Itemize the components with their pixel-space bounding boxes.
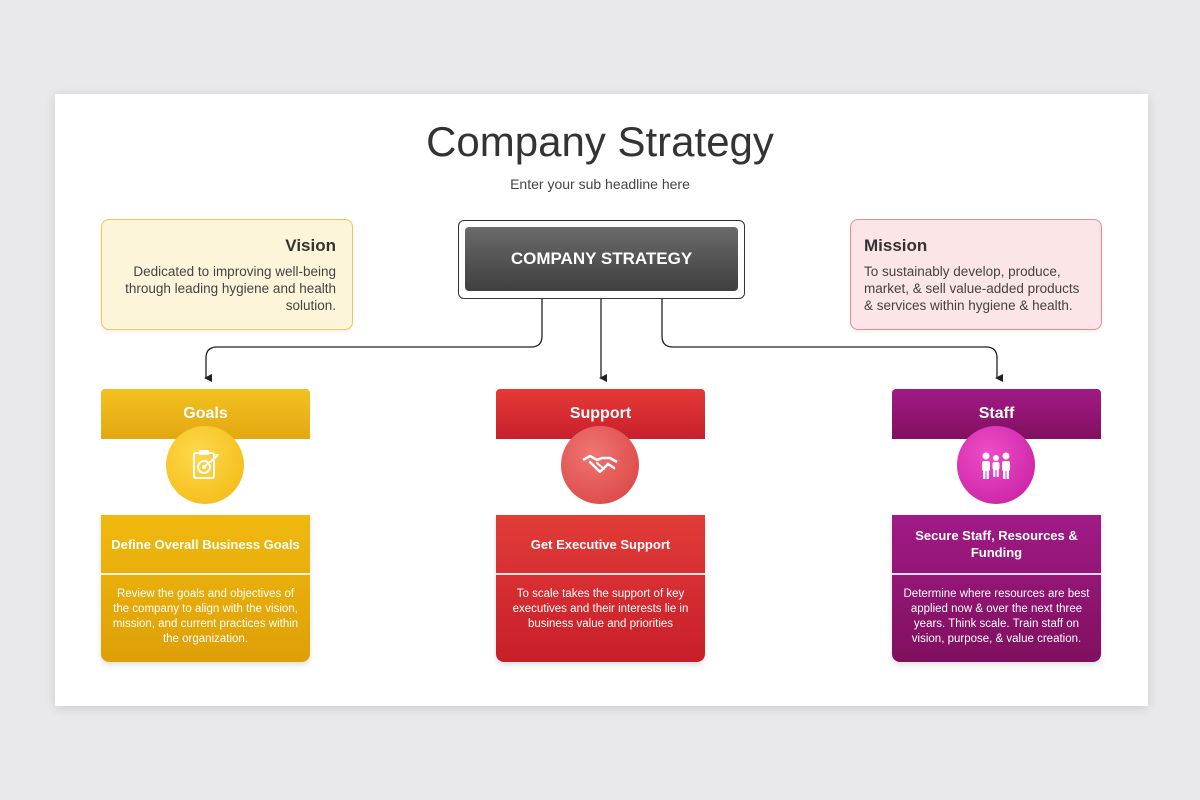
goals-card: Define Overall Business Goals Review the… (101, 515, 310, 662)
mission-text: To sustainably develop, produce, market,… (864, 264, 1080, 313)
mission-box: Mission To sustainably develop, produce,… (850, 219, 1102, 330)
goals-card-title: Define Overall Business Goals (101, 515, 310, 575)
connector-goals (204, 299, 543, 382)
support-card: Get Executive Support To scale takes the… (496, 515, 705, 662)
mission-title: Mission (864, 236, 928, 255)
staff-card-text: Determine where resources are best appli… (903, 588, 1090, 645)
page-title: Company Strategy (426, 118, 774, 165)
support-card-title: Get Executive Support (496, 515, 705, 575)
connector-staff (661, 299, 1003, 382)
vision-text: Dedicated to improving well-being throug… (125, 264, 336, 313)
page-subtitle: Enter your sub headline here (510, 176, 690, 192)
staff-card: Secure Staff, Resources & Funding Determ… (892, 515, 1101, 662)
vision-box: Vision Dedicated to improving well-being… (101, 219, 353, 330)
support-card-text: To scale takes the support of key execut… (512, 588, 689, 630)
target-clipboard-icon (166, 426, 244, 504)
staff-card-title: Secure Staff, Resources & Funding (892, 515, 1101, 575)
center-box: COMPANY STRATEGY (465, 227, 738, 291)
people-icon (957, 426, 1035, 504)
goals-card-text: Review the goals and objectives of the c… (112, 588, 299, 645)
vision-title: Vision (285, 236, 336, 255)
handshake-icon (561, 426, 639, 504)
